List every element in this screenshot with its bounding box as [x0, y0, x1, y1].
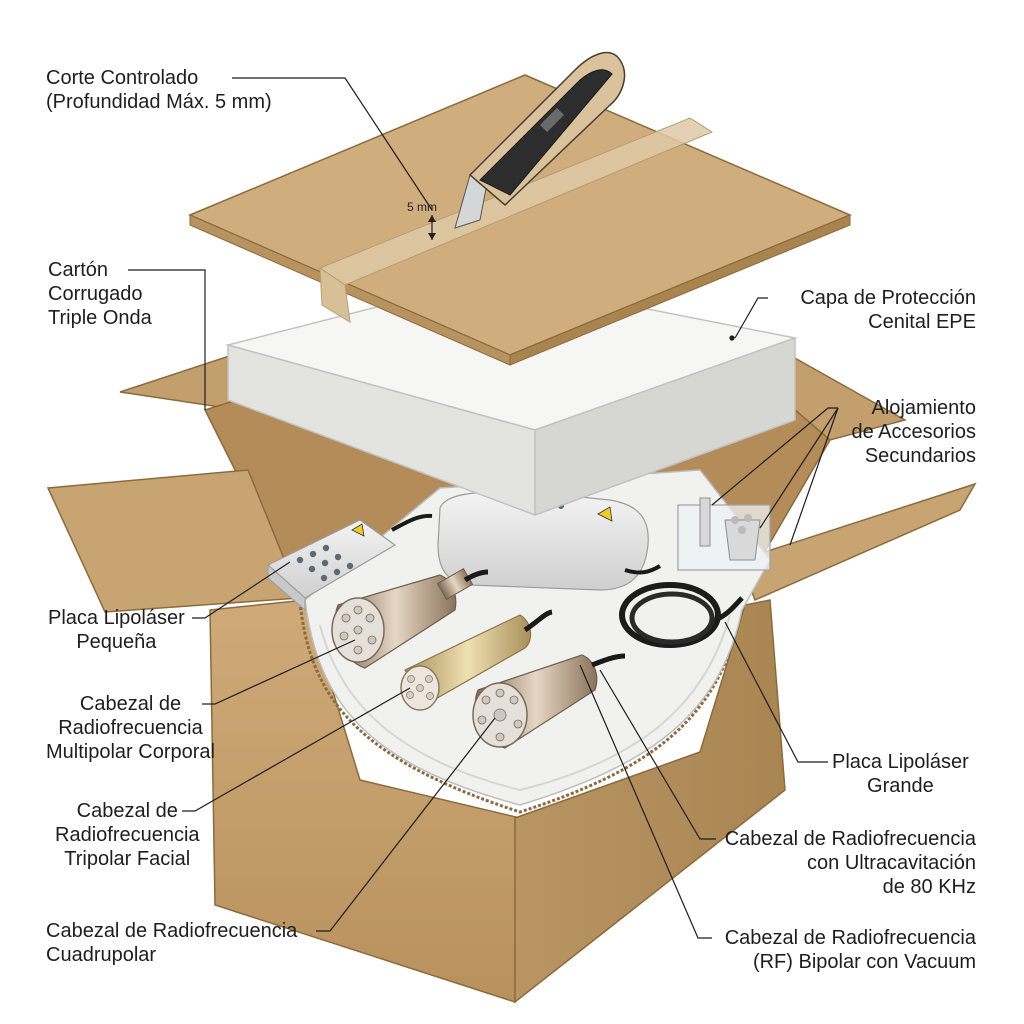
label-cabezal-multipolar: Cabezal de Radiofrecuencia Multipolar Co…	[46, 692, 215, 764]
label-cabezal-tripolar: Cabezal de Radiofrecuencia Tripolar Faci…	[55, 799, 200, 871]
leader-alojamiento-3	[789, 407, 839, 546]
label-cuadrupolar-line-2: Cuadrupolar	[46, 944, 157, 966]
label-placa-grande-line-1: Placa Lipoláser	[832, 751, 969, 773]
dimension-label: 5 mm	[407, 200, 437, 214]
leader-cuadrupolar	[316, 717, 496, 932]
label-corte-line-2: (Profundidad Máx. 5 mm)	[46, 91, 272, 113]
multipolar-head	[331, 568, 489, 669]
label-carton-line-1: Cartón	[48, 259, 109, 281]
label-carton-corrugado: Cartón Corrugado Triple Onda	[48, 258, 152, 330]
leader-placa-grande	[724, 621, 828, 763]
label-alojamiento-line-1: Alojamiento	[871, 397, 976, 419]
depth-dimension-marker	[428, 215, 436, 240]
box-right-face	[514, 599, 786, 1004]
label-tripolar-line-3: Tripolar Facial	[64, 848, 191, 870]
label-placa-lipolaser-grande: Placa Lipoláser Grande	[832, 750, 969, 798]
leader-lines	[128, 77, 839, 939]
leader-bipolar	[579, 664, 712, 939]
leader-alojamiento-1	[711, 407, 838, 506]
label-cuadrupolar-line-1: Cabezal de Radiofrecuencia	[46, 920, 298, 942]
label-ultracavitacion-line-1: Cabezal de Radiofrecuencia	[724, 828, 976, 850]
label-ultracavitacion-line-2: con Ultracavitación	[807, 852, 976, 874]
quadrupolar-head	[472, 653, 626, 749]
label-carton-line-3: Triple Onda	[48, 307, 152, 329]
label-cabezal-bipolar-vacuum: Cabezal de Radiofrecuencia (RF) Bipolar …	[725, 926, 976, 974]
label-bipolar-line-1: Cabezal de Radiofrecuencia	[724, 927, 976, 949]
label-tripolar-line-2: Radiofrecuencia	[55, 824, 200, 846]
label-ultracavitacion-line-3: de 80 KHz	[882, 876, 976, 898]
label-tripolar-line-1: Cabezal de	[76, 800, 178, 822]
label-cabezal-cuadrupolar: Cabezal de Radiofrecuencia Cuadrupolar	[46, 919, 297, 967]
label-capa-line-1: Capa de Protección	[800, 287, 976, 309]
label-bipolar-line-2: (RF) Bipolar con Vacuum	[752, 951, 976, 973]
label-alojamiento-accesorios: Alojamiento de Accesorios Secundarios	[851, 396, 976, 468]
label-corte-line-1: Corte Controlado	[46, 67, 199, 89]
label-capa-line-2: Cenital EPE	[868, 311, 976, 333]
utility-knife	[454, 51, 626, 229]
label-multipolar-line-3: Multipolar Corporal	[46, 741, 215, 763]
label-carton-line-2: Corrugado	[48, 283, 143, 305]
leader-tripolar	[182, 687, 411, 812]
label-placa-pequena-line-2: Pequeña	[76, 631, 157, 653]
leader-corte	[232, 77, 433, 211]
large-lipolaser-plate-cable	[619, 582, 744, 648]
small-lipolaser-plate	[266, 513, 433, 612]
label-capa-proteccion: Capa de Protección Cenital EPE	[800, 286, 976, 334]
label-corte-controlado: Corte Controlado (Profundidad Máx. 5 mm)	[46, 66, 272, 114]
label-placa-grande-line-2: Grande	[867, 775, 934, 797]
label-placa-lipolaser-pequena: Placa Lipoláser Pequeña	[48, 606, 185, 654]
leader-alojamiento-2	[759, 407, 839, 529]
corrugated-edge	[298, 601, 744, 814]
cardboard-lid	[188, 74, 852, 366]
label-placa-pequena-line-1: Placa Lipoláser	[48, 607, 185, 629]
label-alojamiento-line-3: Secundarios	[864, 445, 976, 467]
foam-insert	[304, 469, 771, 806]
label-cabezal-ultracavitacion: Cabezal de Radiofrecuencia con Ultracavi…	[725, 827, 976, 899]
leader-capa	[734, 297, 768, 339]
label-alojamiento-line-2: de Accesorios	[851, 421, 976, 443]
leader-carton	[128, 269, 206, 410]
label-multipolar-line-2: Radiofrecuencia	[58, 717, 203, 739]
leader-ultracavitacion	[599, 669, 716, 840]
tripolar-head	[400, 609, 553, 711]
leader-placa-pequena	[192, 561, 291, 619]
foam-tray	[304, 469, 771, 806]
label-multipolar-line-1: Cabezal de	[79, 693, 182, 715]
leader-multipolar	[202, 639, 356, 705]
accessory-housing	[677, 497, 771, 571]
